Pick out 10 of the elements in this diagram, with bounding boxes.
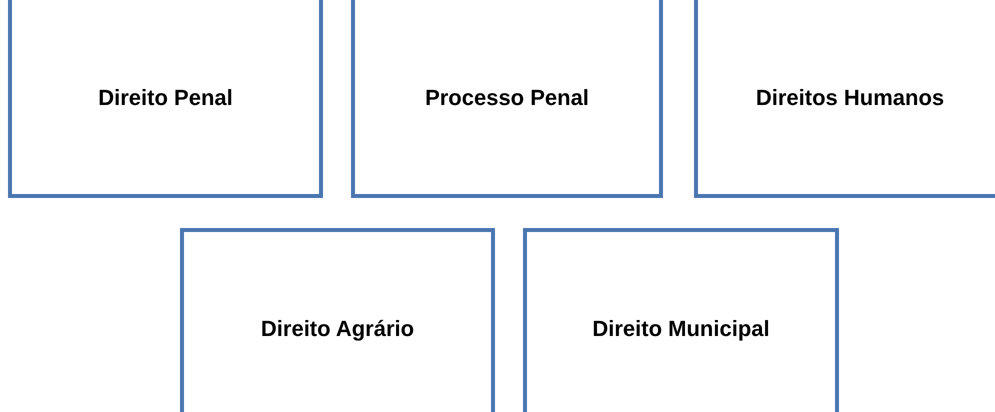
topic-label: Direito Agrário (260, 314, 414, 343)
topic-label: Direitos Humanos (756, 84, 944, 112)
topic-box (523, 228, 839, 412)
topic-box (8, 0, 323, 198)
topic-box (180, 228, 495, 412)
topic-box (351, 0, 663, 198)
topic-label: Direito Penal (98, 84, 233, 112)
topic-label: Direito Municipal (592, 314, 770, 343)
topic-label: Processo Penal (425, 84, 589, 112)
topic-box (694, 0, 995, 198)
